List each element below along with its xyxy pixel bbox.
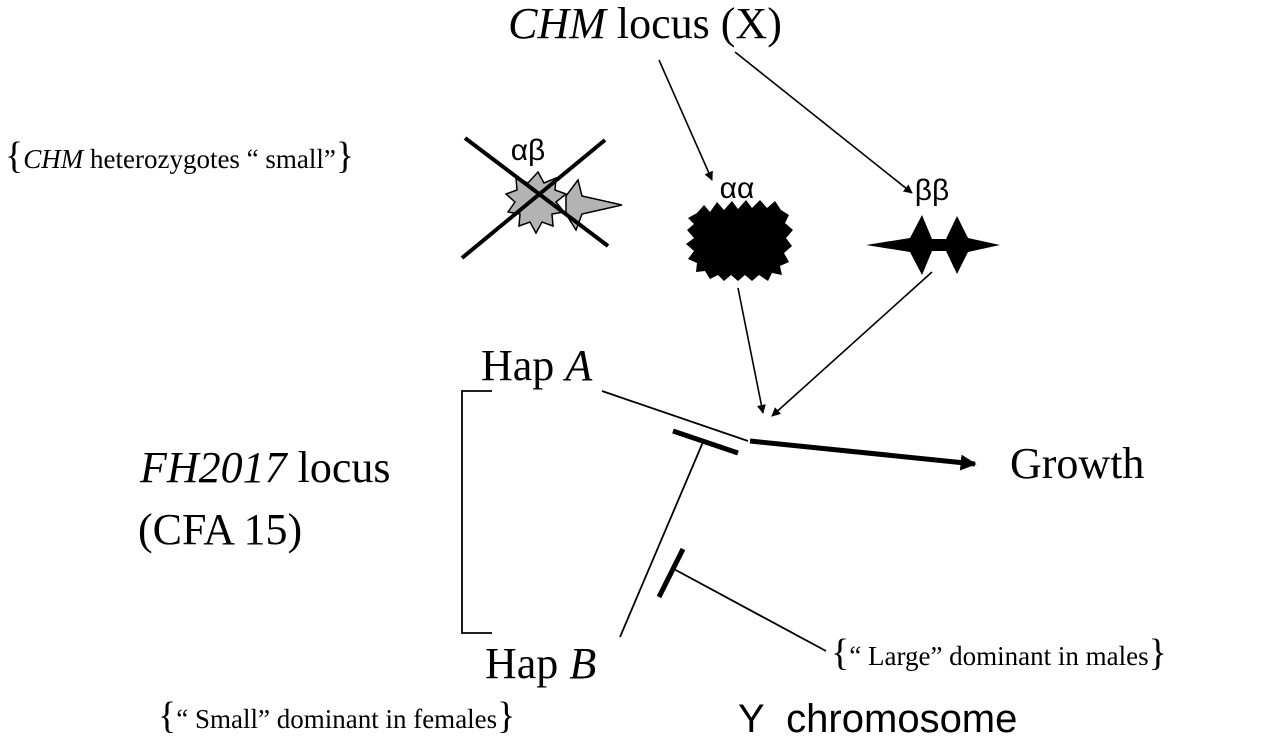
fh2017-locus-label: FH2017 locus <box>139 443 391 492</box>
genotype-aa-label: αα <box>720 172 755 205</box>
heterozygote-shape <box>504 170 623 235</box>
genotype-bb-label: ββ <box>915 174 950 207</box>
small-note-close-brace: } <box>497 695 515 737</box>
y-inhibit-line <box>671 567 827 652</box>
heterozygote-note-open-brace: { <box>5 135 23 177</box>
large-dominant-note: {“ Large” dominant in males} <box>831 632 1167 674</box>
heterozygote-note-text: heterozygotes “ small” <box>83 144 336 174</box>
heterozygote-note-chm: CHM <box>23 144 85 174</box>
chm-locus-title: CHM locus (X) <box>508 0 782 48</box>
fh2017-chromosome: (CFA 15) <box>138 505 302 554</box>
large-note-close-brace: } <box>1149 632 1167 674</box>
fh2017-suffix: locus <box>287 443 391 492</box>
fh2017-bracket <box>461 390 492 634</box>
small-note-open-brace: { <box>158 695 176 737</box>
homozygote-bb-shape <box>866 215 1000 275</box>
hap-a-prefix: Hap <box>481 341 565 390</box>
arrow-aa-to-junction <box>737 287 766 414</box>
chm-locus-suffix: locus (X) <box>606 0 782 48</box>
cross-out-line-2 <box>460 138 607 260</box>
y-chromosome-label: Y chromosome <box>738 697 1017 741</box>
hap-a-line <box>601 390 749 442</box>
hap-b-prefix: Hap <box>485 639 569 688</box>
large-note-text: “ Large” dominant in males <box>849 641 1148 671</box>
large-note-open-brace: { <box>831 632 849 674</box>
heterozygote-note-close-brace: } <box>336 135 354 177</box>
homozygote-aa-shape <box>686 200 793 281</box>
arrow-bb-to-junction <box>771 271 933 417</box>
cross-out-line-1 <box>463 136 610 248</box>
small-note-text: “ Small” dominant in females <box>176 704 497 734</box>
hap-a-letter: A <box>562 341 593 390</box>
arrow-chm-to-bb <box>734 51 913 194</box>
hap-b-inhibit-bar <box>672 428 739 456</box>
hap-b-inhibit-line <box>619 441 704 638</box>
heterozygote-star-left <box>504 170 568 235</box>
chm-locus-name: CHM <box>508 0 608 48</box>
hap-a-label: Hap A <box>481 341 593 390</box>
small-dominant-note: {“ Small” dominant in females} <box>158 695 515 737</box>
heterozygote-note: {CHM heterozygotes “ small”} <box>5 135 354 177</box>
arrow-chm-to-aa <box>658 59 713 181</box>
y-inhibit-bar <box>656 547 686 599</box>
growth-arrow <box>749 438 977 471</box>
fh2017-name: FH2017 <box>139 443 289 492</box>
hap-b-label: Hap B <box>485 639 596 688</box>
hap-b-letter: B <box>569 639 596 688</box>
growth-label: Growth <box>1010 439 1144 488</box>
genotype-ab-label: αβ <box>511 134 546 167</box>
